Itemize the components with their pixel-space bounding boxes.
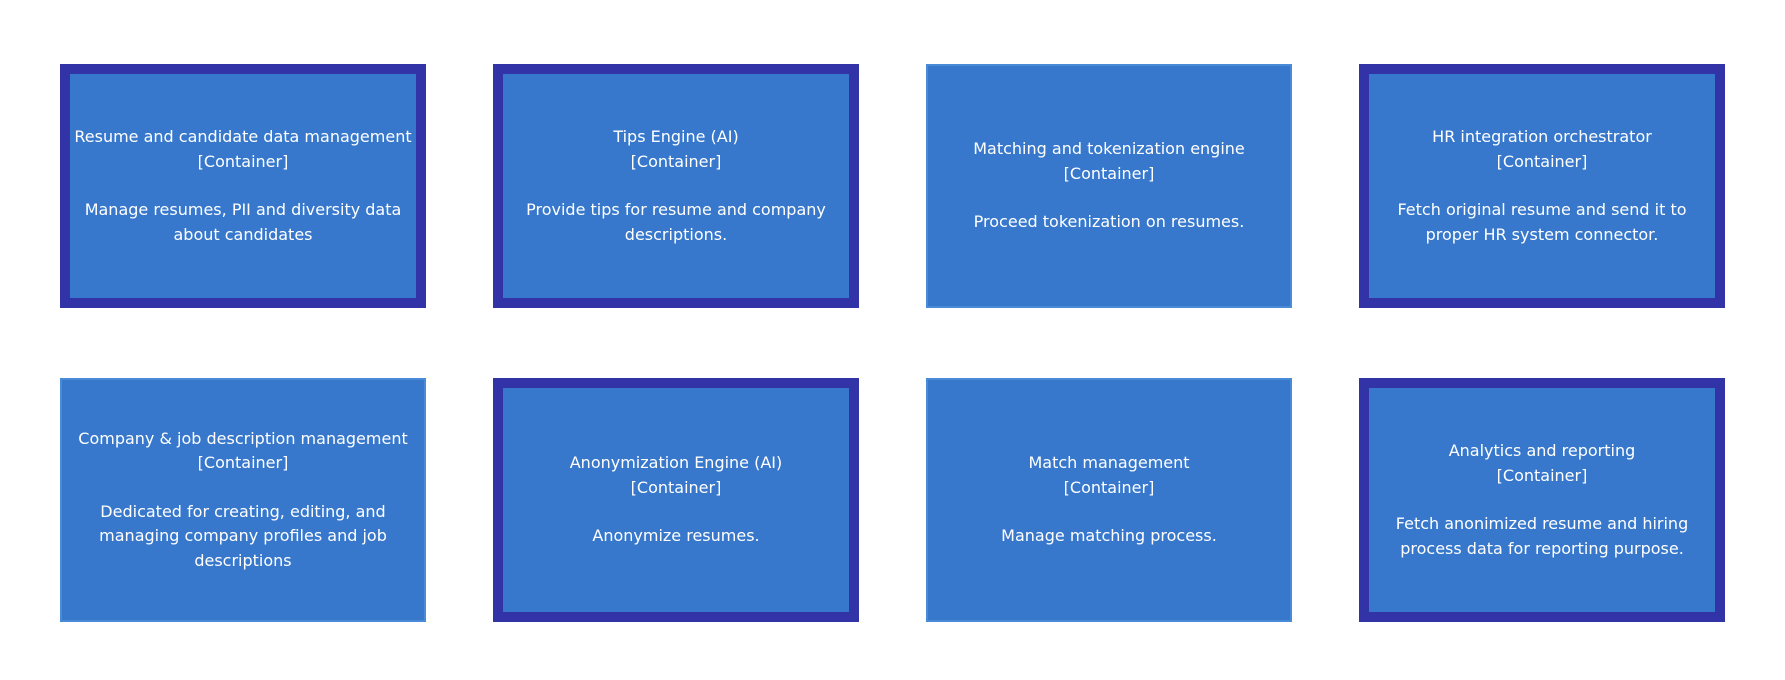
container-title: Company & job description management	[78, 428, 408, 448]
container-type-label: [Container]	[1496, 151, 1588, 171]
container-description: Fetch anonimized resume and hiring proce…	[1395, 514, 1689, 558]
container-title: HR integration orchestrator	[1432, 127, 1652, 146]
container-title: Analytics and reporting	[1448, 441, 1636, 460]
container-resume-candidate-data[interactable]: Resume and candidate data management [Co…	[60, 64, 426, 308]
container-anonymization-engine[interactable]: Anonymization Engine (AI) [Container] An…	[493, 378, 859, 622]
container-description: Manage resumes, PII and diversity data a…	[84, 200, 402, 244]
container-description: Provide tips for resume and company desc…	[526, 200, 826, 244]
container-description: Anonymize resumes.	[592, 526, 760, 546]
container-type-label: [Container]	[630, 151, 722, 171]
container-company-job-description[interactable]: Company & job description management [Co…	[60, 378, 426, 622]
container-tips-engine[interactable]: Tips Engine (AI) [Container] Provide tip…	[493, 64, 859, 308]
container-matching-tokenization-engine[interactable]: Matching and tokenization engine [Contai…	[926, 64, 1292, 308]
container-title: Resume and candidate data management	[74, 127, 412, 146]
container-type-label: [Container]	[197, 151, 289, 171]
container-title: Anonymization Engine (AI)	[569, 453, 783, 473]
container-description: Dedicated for creating, editing, and man…	[99, 501, 387, 570]
container-diagram: Resume and candidate data management [Co…	[60, 64, 1725, 622]
container-description: Fetch original resume and send it to pro…	[1397, 200, 1687, 244]
container-type-label: [Container]	[197, 453, 289, 473]
container-title: Tips Engine (AI)	[613, 127, 739, 146]
container-type-label: [Container]	[1063, 163, 1155, 183]
container-type-label: [Container]	[630, 477, 722, 497]
container-title: Match management	[1028, 453, 1190, 473]
container-description: Proceed tokenization on resumes.	[973, 212, 1245, 232]
container-type-label: [Container]	[1063, 477, 1155, 497]
container-analytics-reporting[interactable]: Analytics and reporting [Container] Fetc…	[1359, 378, 1725, 622]
container-hr-integration-orchestrator[interactable]: HR integration orchestrator [Container] …	[1359, 64, 1725, 308]
container-description: Manage matching process.	[1001, 526, 1217, 546]
container-match-management[interactable]: Match management [Container] Manage matc…	[926, 378, 1292, 622]
container-title: Matching and tokenization engine	[973, 139, 1245, 159]
container-type-label: [Container]	[1496, 465, 1588, 485]
